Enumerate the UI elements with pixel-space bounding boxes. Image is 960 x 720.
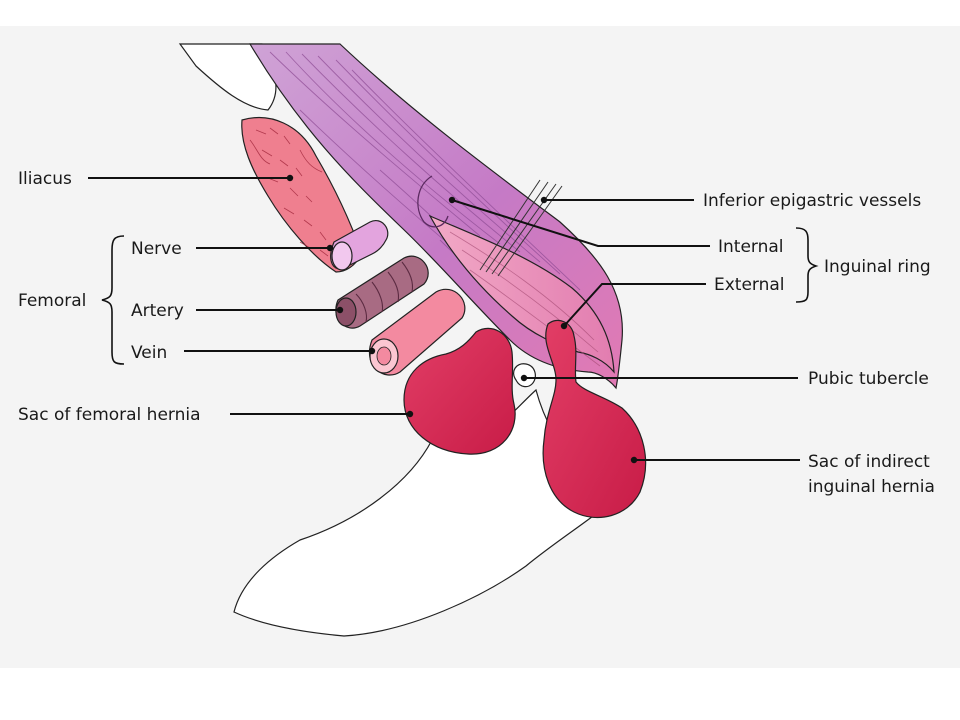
femoral-hernia-sac: [403, 327, 516, 455]
pubic-bone: [233, 388, 623, 637]
femoral-artery-shape: [335, 255, 429, 329]
label-pubic-tubercle: Pubic tubercle: [808, 369, 929, 389]
internal-ring: [417, 175, 449, 228]
inguinal-canal-fibres: [449, 231, 601, 367]
label-sac-indirect-line1: Sac of indirect: [808, 452, 930, 472]
label-vein: Vein: [131, 343, 167, 363]
indirect-hernia-sac: [542, 319, 647, 519]
inguinal-ring-brace: [795, 227, 819, 303]
label-inferior-epigastric-vessels: Inferior epigastric vessels: [703, 191, 921, 211]
label-external: External: [714, 275, 785, 295]
label-sac-femoral-hernia: Sac of femoral hernia: [18, 405, 201, 425]
femoral-vein-shape: [369, 288, 466, 376]
label-femoral: Femoral: [18, 291, 86, 311]
label-inguinal-ring: Inguinal ring: [824, 257, 931, 277]
label-sac-indirect-line2: inguinal hernia: [808, 477, 935, 497]
label-iliacus: Iliacus: [18, 169, 72, 189]
label-internal: Internal: [718, 237, 784, 257]
femoral-nerve-shape: [330, 220, 389, 271]
label-nerve: Nerve: [131, 239, 182, 259]
femoral-brace: [101, 235, 125, 365]
iliacus-texture: [249, 127, 329, 257]
label-artery: Artery: [131, 301, 184, 321]
leader-lines: [88, 174, 800, 464]
